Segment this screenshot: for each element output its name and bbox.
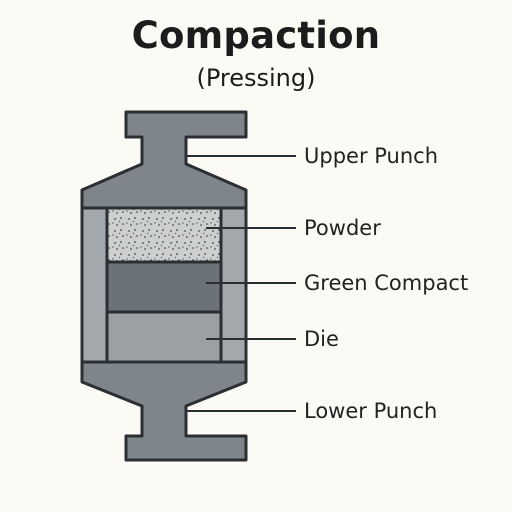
label-powder: Powder bbox=[304, 216, 381, 240]
diagram-subtitle: (Pressing) bbox=[196, 64, 316, 92]
powder-layer bbox=[105, 206, 223, 264]
upper-punch bbox=[80, 110, 248, 210]
label-lower-punch: Lower Punch bbox=[304, 399, 438, 423]
lower-punch bbox=[80, 360, 248, 462]
label-upper-punch: Upper Punch bbox=[304, 144, 439, 168]
diagram-title: Compaction bbox=[131, 14, 381, 57]
label-green-compact: Green Compact bbox=[304, 271, 469, 295]
green-compact-layer bbox=[105, 260, 223, 314]
die-wall-left bbox=[80, 206, 109, 364]
die-cavity bbox=[105, 310, 223, 364]
label-die: Die bbox=[304, 327, 339, 351]
